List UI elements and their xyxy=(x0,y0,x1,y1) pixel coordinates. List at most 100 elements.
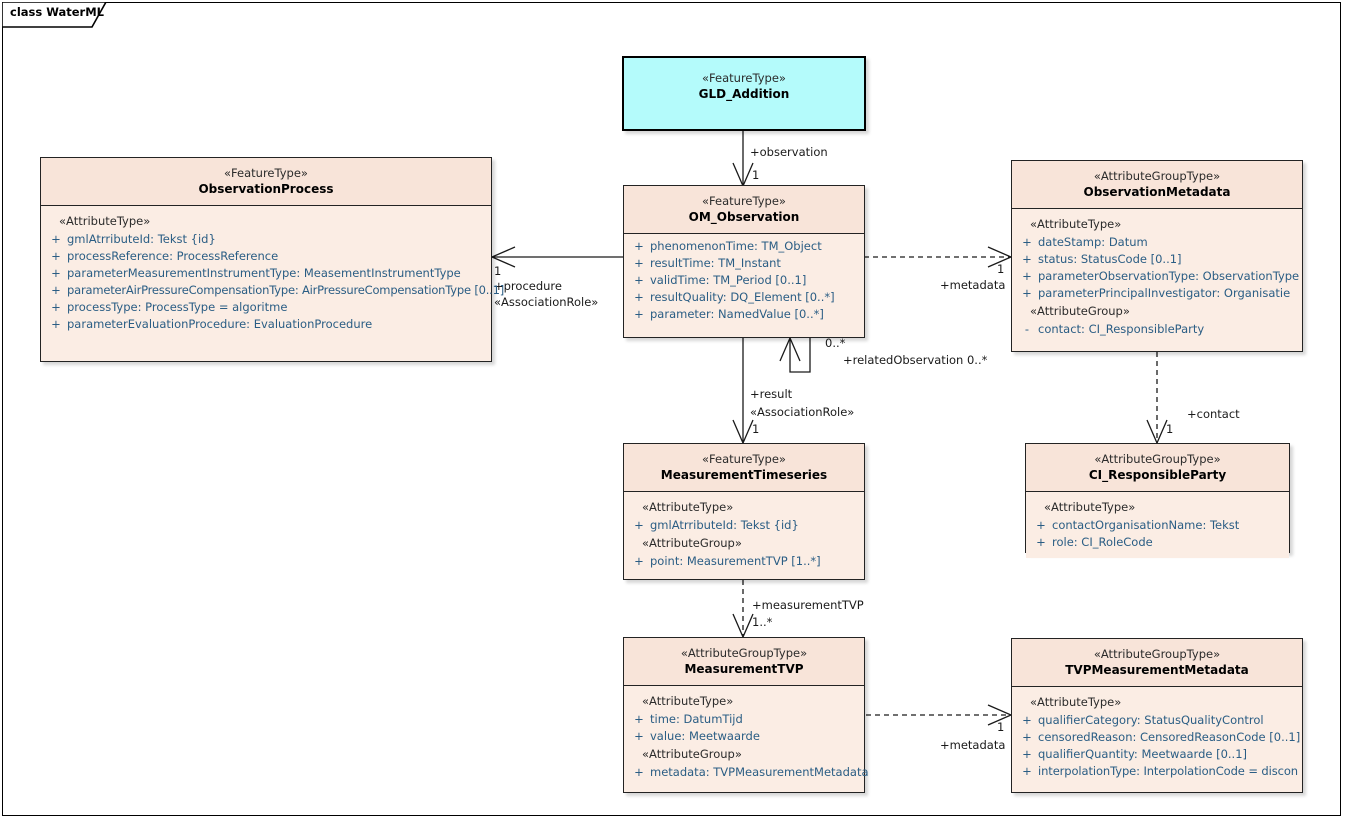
visibility-marker: + xyxy=(634,307,644,321)
attribute-group-label: «AttributeType» xyxy=(1030,217,1122,231)
attribute-group-label: «AttributeGroup» xyxy=(642,536,742,550)
label-metadata-tvp-role: +metadata xyxy=(940,738,1006,752)
label-contact-role: +contact xyxy=(1187,407,1240,421)
attribute-text: parameterEvaluationProcedure: Evaluation… xyxy=(67,317,373,331)
visibility-marker: + xyxy=(634,712,644,726)
attribute-text: contactOrganisationName: Tekst xyxy=(1052,518,1240,532)
class-stereotype: «FeatureType» xyxy=(702,194,786,208)
attribute-row: +processReference: ProcessReference xyxy=(45,248,487,265)
attribute-row: + time: DatumTijd xyxy=(628,711,860,728)
class-stereotype: «FeatureType» xyxy=(702,452,786,466)
visibility-marker: + xyxy=(1022,269,1032,283)
class-body-measurement-timeseries: «AttributeType» +gmlAtrributeId: Tekst {… xyxy=(624,492,864,577)
class-name: OM_Observation xyxy=(688,210,800,224)
visibility-marker: + xyxy=(1022,286,1032,300)
attribute-text: parameterObservationType: ObservationTyp… xyxy=(1038,269,1300,283)
diagram-frame-tab xyxy=(2,2,122,28)
attribute-text: phenomenonTime: TM_Object xyxy=(650,239,822,253)
visibility-marker: + xyxy=(634,729,644,743)
label-procedure-stereotype: «AssociationRole» xyxy=(494,295,599,309)
attribute-text: resultQuality: DQ_Element [0..*] xyxy=(650,290,835,304)
attribute-text: resultTime: TM_Instant xyxy=(650,256,781,270)
class-body-ci-responsible-party: «AttributeType» +contactOrganisationName… xyxy=(1026,492,1289,558)
class-name: MeasurementTimeseries xyxy=(660,468,828,482)
attribute-row: +censoredReason: CensoredReasonCode [0..… xyxy=(1016,729,1300,746)
class-body-measurement-tvp: «AttributeType» +time: DatumTijd +value:… xyxy=(624,686,869,788)
class-ci-responsible-party[interactable]: «AttributeGroupType» CI_ResponsibleParty… xyxy=(1025,443,1290,558)
visibility-marker: + xyxy=(634,765,644,779)
class-om-observation[interactable]: «FeatureType» OM_Observation + phenomenon… xyxy=(623,185,865,338)
visibility-marker: + xyxy=(1036,535,1046,549)
class-measurement-tvp[interactable]: «AttributeGroupType» MeasurementTVP «Att… xyxy=(623,637,869,793)
attribute-text: parameterAirPressureCompensationType: Ai… xyxy=(67,283,505,297)
class-header-measurement-timeseries: «FeatureType» MeasurementTimeseries xyxy=(624,444,864,492)
attribute-row: + validTime: TM_Period [0..1] xyxy=(628,272,860,289)
label-related-observation-multiplicity: 0..* xyxy=(825,336,846,350)
class-gld-addition[interactable]: «FeatureType» GLD_Addition xyxy=(622,56,866,131)
visibility-marker: + xyxy=(634,273,644,287)
label-result-multiplicity: 1 xyxy=(752,422,760,436)
attribute-group-label: «AttributeType» xyxy=(59,214,151,228)
class-tvp-measurement-metadata[interactable]: «AttributeGroupType» TVPMeasurementMetad… xyxy=(1011,638,1303,793)
attribute-row: +qualifierQuantity: Meetwaarde [0..1] xyxy=(1016,746,1298,763)
attribute-row: -contact: CI_ResponsibleParty xyxy=(1016,321,1298,338)
attribute-text: validTime: TM_Period [0..1] xyxy=(650,273,807,287)
label-procedure-role: +procedure xyxy=(494,279,562,293)
visibility-marker: + xyxy=(1022,747,1032,761)
attribute-row: +gmlAtrributeId: Tekst {id} xyxy=(45,231,487,248)
attribute-text: parameterPrincipalInvestigator: Organisa… xyxy=(1038,286,1291,300)
attribute-row: + value: Meetwaarde xyxy=(628,728,860,745)
class-name: GLD_Addition xyxy=(698,87,790,101)
attribute-row: + role: CI_RoleCode xyxy=(1030,534,1285,551)
class-name: MeasurementTVP xyxy=(684,662,804,676)
label-metadata-observation-multiplicity: 1 xyxy=(997,262,1005,276)
visibility-marker: + xyxy=(51,266,61,280)
visibility-marker: + xyxy=(634,554,644,568)
attribute-text: gmlAtrributeId: Tekst {id} xyxy=(650,518,799,532)
attribute-row: +resultTime: TM_Instant xyxy=(628,255,860,272)
label-measurement-tvp-role: +measurementTVP xyxy=(752,598,864,612)
attribute-group-label: «AttributeGroup» xyxy=(642,747,742,761)
attribute-text: interpolationType: InterpolationCode = d… xyxy=(1038,764,1298,778)
visibility-marker: + xyxy=(1022,730,1032,744)
attribute-row: +parameter: NamedValue [0..*] xyxy=(628,306,860,323)
visibility-marker: + xyxy=(634,239,644,253)
class-body-observation-process: «AttributeType» +gmlAtrributeId: Tekst {… xyxy=(41,206,504,340)
label-procedure-multiplicity: 1 xyxy=(494,264,502,278)
class-stereotype: «AttributeGroupType» xyxy=(1093,647,1221,661)
visibility-marker: + xyxy=(634,518,644,532)
attribute-text: dateStamp: Datum xyxy=(1038,235,1148,249)
attribute-row: + parameterPrincipalInvestigator: Organis… xyxy=(1016,285,1298,302)
attribute-row: +interpolationType: InterpolationCode = … xyxy=(1016,763,1298,780)
label-result-stereotype: «AssociationRole» xyxy=(750,405,855,419)
attribute-text: time: DatumTijd xyxy=(650,712,743,726)
attribute-row: + processType: ProcessType = algoritme xyxy=(45,299,487,316)
attribute-row: +qualifierCategory: StatusQualityControl xyxy=(1016,712,1298,729)
attribute-text: processReference: ProcessReference xyxy=(67,249,279,263)
attribute-row: +contactOrganisationName: Tekst xyxy=(1030,517,1285,534)
attribute-text: processType: ProcessType = algoritme xyxy=(67,300,288,314)
class-observation-metadata[interactable]: «AttributeGroupType» ObservationMetadata… xyxy=(1011,160,1303,352)
class-observation-process[interactable]: «FeatureType» ObservationProcess «Attrib… xyxy=(40,157,504,362)
attribute-text: status: StatusCode [0..1] xyxy=(1038,252,1182,266)
class-measurement-timeseries[interactable]: «FeatureType» MeasurementTimeseries «Att… xyxy=(623,443,865,580)
attribute-text: value: Meetwaarde xyxy=(650,729,760,743)
visibility-marker: + xyxy=(51,232,61,246)
label-observation-role: +observation xyxy=(750,145,828,159)
attribute-group-label: «AttributeType» xyxy=(1030,695,1122,709)
visibility-marker: + xyxy=(51,317,61,331)
label-measurement-tvp-multiplicity: 1..* xyxy=(752,615,773,629)
class-header-observation-process: «FeatureType» ObservationProcess xyxy=(41,158,491,206)
class-name: CI_ResponsibleParty xyxy=(1088,468,1227,482)
attribute-row: +parameterMeasurementInstrumentType: Mea… xyxy=(45,265,487,282)
attribute-row: +dateStamp: Datum xyxy=(1016,234,1298,251)
label-related-observation-role: +relatedObservation 0..* xyxy=(843,353,988,367)
attribute-text: role: CI_RoleCode xyxy=(1052,535,1153,549)
attribute-row: + gmlAtrributeId: Tekst {id} xyxy=(628,517,860,534)
visibility-marker: + xyxy=(51,300,61,314)
attribute-text: qualifierCategory: StatusQualityControl xyxy=(1038,713,1264,727)
class-header-tvp-measurement-metadata: «AttributeGroupType» TVPMeasurementMetad… xyxy=(1012,639,1302,687)
class-name: ObservationMetadata xyxy=(1083,185,1231,199)
